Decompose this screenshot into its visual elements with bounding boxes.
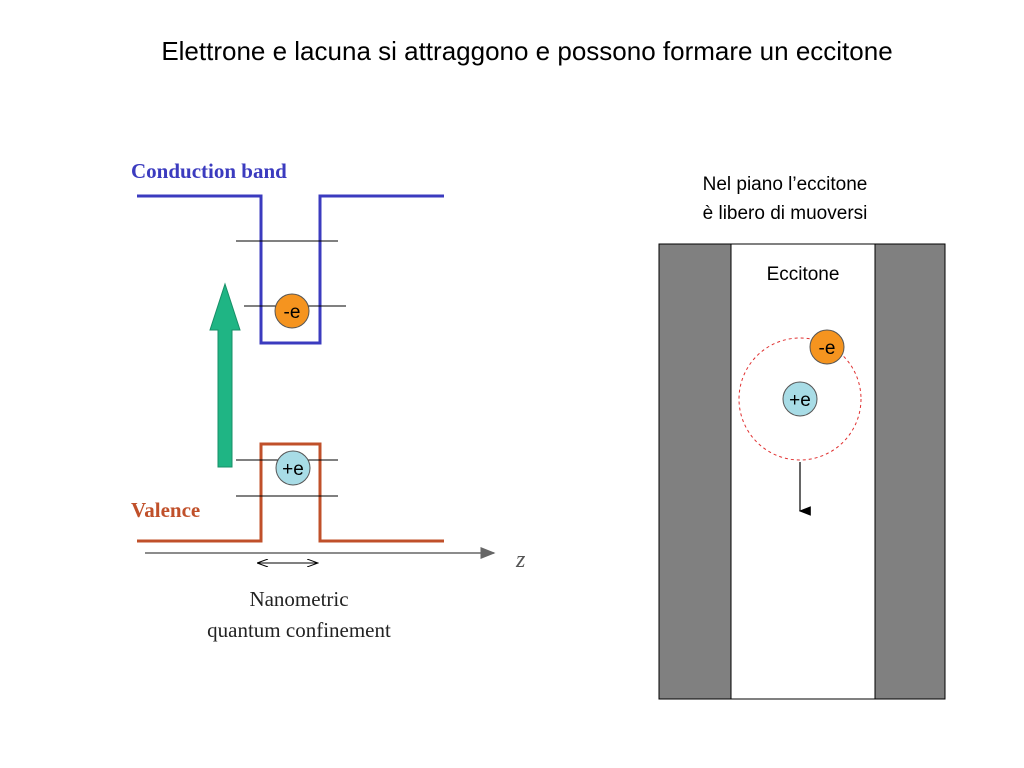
caption-line1: Nel piano l’eccitone — [703, 174, 868, 195]
exciton-hole: +e — [782, 381, 818, 417]
caption-line2: è libero di muoversi — [703, 203, 868, 224]
electron-circle — [274, 293, 310, 329]
well-electron: -e — [274, 293, 310, 329]
hole-circle — [782, 381, 818, 417]
well-hole-label: +e — [282, 459, 304, 480]
well-hole: +e — [275, 450, 311, 486]
right-barrier — [874, 243, 946, 700]
z-axis-label: z — [515, 547, 526, 573]
confinement-label-line1: Nanometric — [249, 587, 348, 611]
band-diagram: Conduction band Valence -e +e z Nanometr… — [131, 159, 526, 642]
conduction-band-label: Conduction band — [131, 159, 287, 183]
slide-title: Elettrone e lacuna si attraggono e posso… — [161, 36, 893, 66]
valence-band-line — [137, 442, 444, 543]
quantum-well-plane: Nel piano l’eccitone è libero di muovers… — [658, 174, 946, 700]
hole-circle — [275, 450, 311, 486]
exciton-electron-label: -e — [819, 338, 836, 359]
exciton-hole-label: +e — [789, 390, 811, 411]
exciton-orbit — [738, 337, 862, 461]
conduction-band-line — [137, 194, 444, 345]
well-region — [730, 243, 876, 700]
well-electron-label: -e — [284, 302, 301, 323]
excitation-arrow — [209, 282, 241, 468]
left-barrier — [658, 243, 732, 700]
region-label: Eccitone — [767, 264, 840, 285]
confinement-label-line2: quantum confinement — [207, 618, 391, 642]
electron-circle — [809, 329, 845, 365]
valence-band-label: Valence — [131, 498, 200, 522]
exciton-electron: -e — [809, 329, 845, 365]
